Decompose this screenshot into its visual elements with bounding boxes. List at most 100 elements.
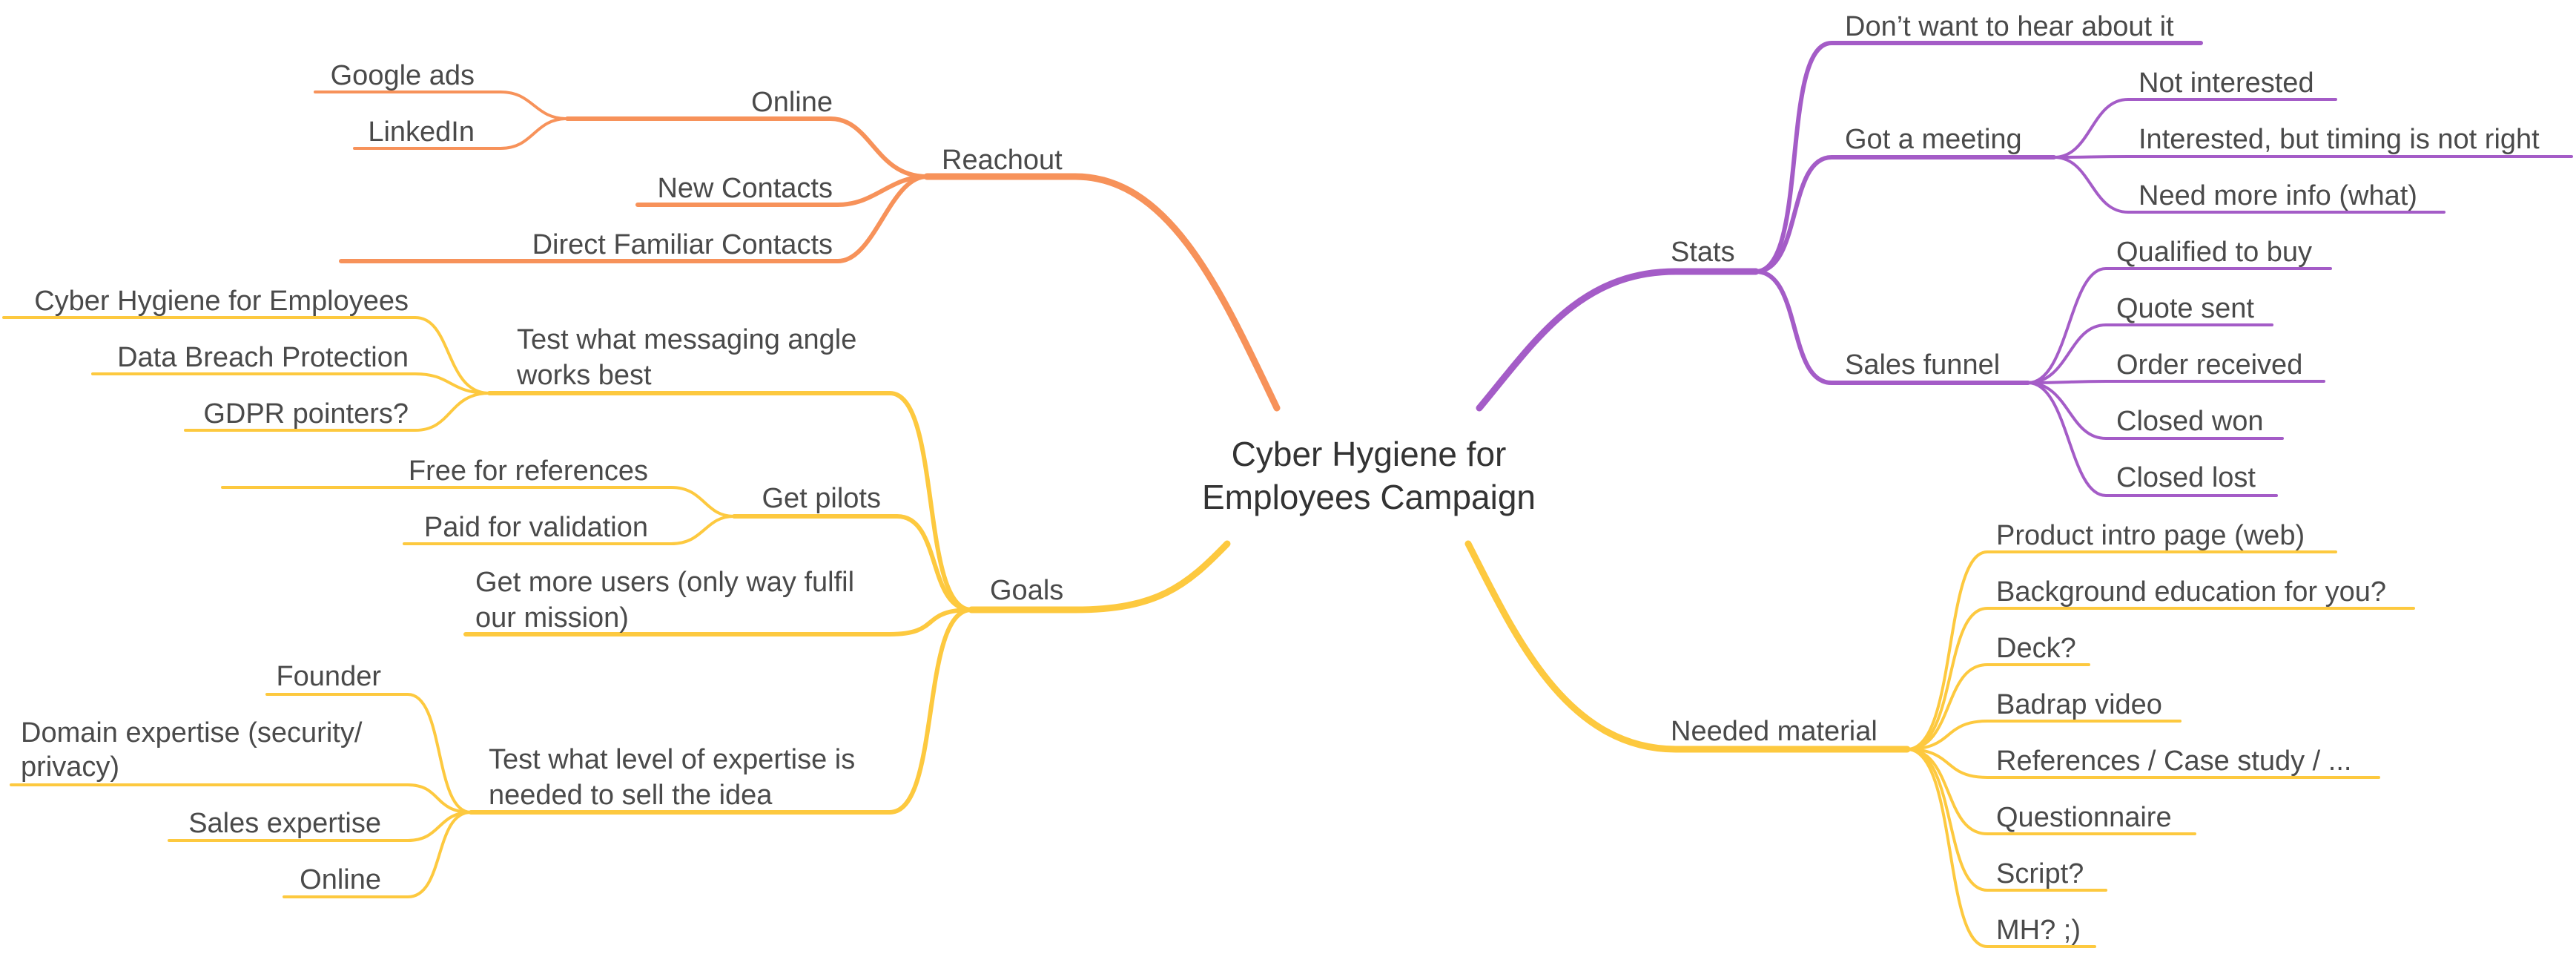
connector-online-linkedin [353,117,569,150]
node-data-breach-protection[interactable]: Data Breach Protection [117,342,409,373]
node-needed-material[interactable]: Needed material [1671,716,1877,747]
background-education-label: Background education for you? [1996,576,2386,608]
node-domain-expertise[interactable]: Domain expertise (security/ privacy) [21,717,363,783]
questionnaire-label: Questionnaire [1996,802,2172,833]
closed-lost-label: Closed lost [2116,462,2256,493]
node-reachout[interactable]: Reachout [942,145,1063,176]
get-more-users-line-1: Get more users (only way fulfil [475,567,854,598]
connector-reachout-direct [339,174,929,263]
connector-root-goals [968,540,1231,613]
order-received-label: Order received [2116,349,2302,381]
node-free-for-references[interactable]: Free for references [409,455,648,487]
data-breach-protection-label: Data Breach Protection [117,342,409,373]
node-deck[interactable]: Deck? [1996,633,2076,664]
node-goals[interactable]: Goals [990,575,1063,606]
reachout-label: Reachout [942,145,1063,176]
connector-material-mh [1906,748,2096,948]
sales-funnel-label: Sales funnel [1845,349,2000,381]
node-timing-not-right[interactable]: Interested, but timing is not right [2139,124,2540,155]
node-cyber-hygiene-employees[interactable]: Cyber Hygiene for Employees [34,286,409,317]
connector-expertise-founder [265,693,472,814]
node-badrap-video[interactable]: Badrap video [1996,689,2162,720]
node-stats[interactable]: Stats [1671,237,1735,268]
connector-reachout-online [565,116,929,179]
domain-expertise-line-1: Domain expertise (security/ [21,717,363,749]
node-founder[interactable]: Founder [276,661,381,692]
connector-stats-dont-want [1754,41,2203,274]
connector-funnel-lost [2027,381,2278,497]
connector-expertise-domain [10,783,472,814]
connector-messaging-cyber [2,316,491,395]
node-paid-for-validation[interactable]: Paid for validation [424,512,648,543]
got-a-meeting-label: Got a meeting [1845,124,2022,155]
connector-funnel-won [2027,381,2284,440]
node-test-messaging[interactable]: Test what messaging angle works best [516,324,856,391]
connector-goals-pilots [732,514,974,612]
test-messaging-line-1: Test what messaging angle [517,324,856,355]
node-closed-won[interactable]: Closed won [2116,406,2264,437]
connector-online-google-ads [314,91,569,120]
test-expertise-line-2: needed to sell the idea [489,780,773,811]
connector-messaging-gdpr [184,392,491,432]
connector-goals-users [463,608,974,636]
gdpr-pointers-label: GDPR pointers? [203,398,409,430]
connector-goals-expertise [469,608,974,815]
node-order-received[interactable]: Order received [2116,349,2302,381]
closed-won-label: Closed won [2116,406,2264,437]
connector-meeting-more-info [2052,156,2445,214]
connector-meeting-not-interested [2052,98,2337,159]
connector-material-intro [1906,550,2337,751]
needed-material-label: Needed material [1671,716,1877,747]
node-need-more-info[interactable]: Need more info (what) [2139,180,2417,211]
connector-material-script [1906,748,2107,892]
node-mh[interactable]: MH? ;) [1996,915,2081,946]
quote-sent-label: Quote sent [2116,293,2254,324]
node-closed-lost[interactable]: Closed lost [2116,462,2256,493]
node-sales-funnel[interactable]: Sales funnel [1845,349,2000,381]
connector-funnel-order [2027,380,2325,384]
node-gdpr-pointers[interactable]: GDPR pointers? [203,398,409,430]
node-get-pilots[interactable]: Get pilots [762,483,881,514]
connector-stats-meeting [1754,155,2056,274]
get-more-users-line-2: our mission) [475,602,629,634]
node-product-intro-page[interactable]: Product intro page (web) [1996,520,2305,551]
node-google-ads[interactable]: Google ads [331,60,475,91]
script-label: Script? [1996,858,2084,889]
test-messaging-line-2: works best [516,360,652,391]
node-test-expertise[interactable]: Test what level of expertise is needed t… [489,744,855,811]
node-qualified-to-buy[interactable]: Qualified to buy [2116,237,2312,268]
node-not-interested[interactable]: Not interested [2139,68,2314,99]
root-node[interactable]: Cyber Hygiene for Employees Campaign [1202,435,1536,516]
node-online[interactable]: Online [751,87,833,118]
branch-goals [2,316,1231,898]
node-get-more-users[interactable]: Get more users (only way fulfil our miss… [475,567,854,634]
node-new-contacts[interactable]: New Contacts [657,173,833,204]
node-dont-want[interactable]: Don’t want to hear about it [1845,11,2174,42]
deck-label: Deck? [1996,633,2076,664]
node-questionnaire[interactable]: Questionnaire [1996,802,2172,833]
connector-funnel-qualified [2027,267,2332,384]
paid-for-validation-label: Paid for validation [424,512,648,543]
node-linkedin[interactable]: LinkedIn [368,116,475,148]
branch-reachout [314,91,1281,412]
expertise-online-label: Online [300,864,381,895]
node-sales-expertise[interactable]: Sales expertise [188,808,381,839]
node-expertise-online[interactable]: Online [300,864,381,895]
connector-pilots-paid [403,515,736,545]
node-references-case-study[interactable]: References / Case study / ... [1996,746,2351,777]
google-ads-label: Google ads [331,60,475,91]
domain-expertise-line-2: privacy) [21,751,119,783]
connector-messaging-breach [91,372,491,395]
online-label: Online [751,87,833,118]
stats-label: Stats [1671,237,1735,268]
new-contacts-label: New Contacts [657,173,833,204]
goals-label: Goals [990,575,1063,606]
connector-stats-funnel [1754,269,2030,385]
node-background-education[interactable]: Background education for you? [1996,576,2386,608]
node-script[interactable]: Script? [1996,858,2084,889]
node-direct-familiar-contacts[interactable]: Direct Familiar Contacts [532,229,833,260]
node-quote-sent[interactable]: Quote sent [2116,293,2254,324]
qualified-to-buy-label: Qualified to buy [2116,237,2312,268]
node-got-a-meeting[interactable]: Got a meeting [1845,124,2022,155]
connector-root-stats [1476,268,1760,412]
